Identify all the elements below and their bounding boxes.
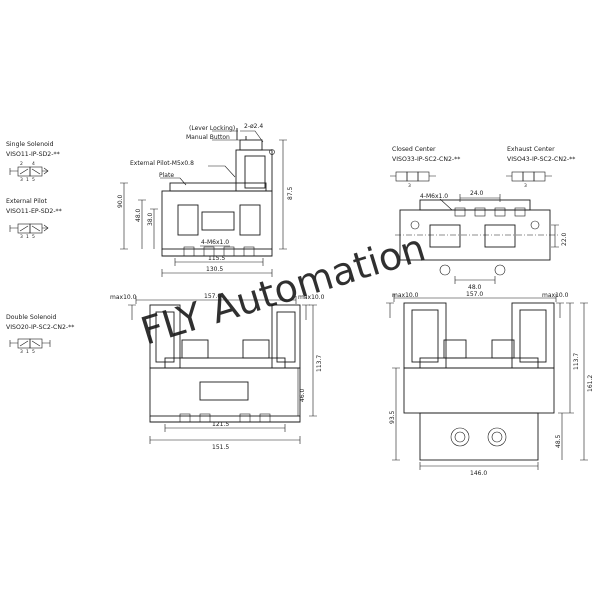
ec-symbol-nums: 3 [524,183,527,189]
front-dim-top-width: 157.0 [466,291,483,298]
ds-symbol-port-3: 3 [20,349,23,355]
dim-top-width: 24.0 [470,190,484,197]
dim-right-height: 87.5 [287,186,294,200]
center-valve-section: Closed Center VISO33-IP-SC2-CN2-** 3 Exh… [390,146,575,291]
front-dim-left-height: 93.5 [389,410,396,424]
ds-symbol-port-1: 1 [26,349,29,355]
center-thread-label: 4-M6x1.0 [420,193,448,200]
external-pilot-port-label: External Pilot-M5x0.8 [130,160,194,167]
closed-center-title: Closed Center [392,146,436,153]
front-dim-bottom-width: 146.0 [470,470,487,477]
dim-right-height-113: 113.7 [316,355,323,372]
dim-bottom-width-48: 48.0 [468,284,482,291]
exhaust-center-title: Exhaust Center [507,146,555,153]
front-view-drawing [386,294,588,470]
front-dim-max-right: max10.0 [542,292,569,299]
dim-max-left: max10.0 [110,294,137,301]
symbol-port-5: 5 [32,177,35,183]
single-solenoid-model: VISO11-IP-SD2-** [6,151,60,158]
single-solenoid-valve-drawing [120,128,287,277]
external-pilot-title: External Pilot [6,198,47,205]
front-dim-right-mid: 113.7 [573,353,580,370]
front-dim-right-lower: 48.5 [555,434,562,448]
double-solenoid-section: Double Solenoid VISO20-IP-SC2-CN2-** 3 1… [6,293,325,451]
external-pilot-model: VISO11-EP-SD2-** [6,208,62,215]
exhaust-center-symbol: 3 [506,171,552,189]
double-solenoid-symbol: 3 1 5 [9,338,51,355]
dim-top-width-157: 157.0 [204,293,221,300]
thread-label: 4-M6x1.0 [201,239,229,246]
front-view-section: max10.0 max10.0 157.0 93.5 161.2 113.7 4… [386,291,594,477]
ds-symbol-port-5: 5 [32,349,35,355]
symbol-port-2: 2 [20,161,23,167]
dim-height-a: 48.0 [135,208,142,222]
hole-label: 2-ø2.4 [244,123,263,130]
cc-symbol-nums: 3 [408,183,411,189]
symbol-port-4: 4 [32,161,35,167]
lever-locking-label: (Lever Locking) [189,125,235,132]
external-pilot-symbol: 3 1 5 [9,223,49,240]
dim-height-b: 38.0 [147,212,154,226]
symbol-port-1: 1 [26,177,29,183]
double-solenoid-model: VISO20-IP-SC2-CN2-** [6,324,74,331]
closed-center-symbol: 3 [390,171,436,189]
symbol-port-3: 3 [20,177,23,183]
front-dim-max-left: max10.0 [392,292,419,299]
dim-outer-width: 130.5 [206,266,223,273]
single-solenoid-title: Single Solenoid [6,141,54,148]
plate-label: Plate [159,172,174,179]
single-solenoid-symbol: 2 4 3 1 5 [9,161,49,183]
dim-right-height-22: 22.0 [561,232,568,246]
closed-center-model: VISO33-IP-SC2-CN2-** [392,156,460,163]
dim-inner-height-46: 46.0 [299,388,306,402]
front-dim-right-total: 161.2 [587,375,594,392]
ep-symbol-port-1: 1 [26,234,29,240]
dim-height-total: 90.0 [117,194,124,208]
ep-symbol-port-3: 3 [20,234,23,240]
ep-symbol-port-5: 5 [32,234,35,240]
exhaust-center-model: VISO43-IP-SC2-CN2-** [507,156,575,163]
double-solenoid-valve-drawing [128,296,317,444]
double-solenoid-title: Double Solenoid [6,314,57,321]
single-solenoid-section: Single Solenoid VISO11-IP-SD2-** 2 4 3 1… [6,123,294,277]
dim-outer-width-151: 151.5 [212,444,229,451]
center-valve-top-view [395,194,560,284]
dim-max-right: max10.0 [298,294,325,301]
dim-inner-width: 115.5 [208,255,225,262]
dim-inner-width-121: 121.5 [212,421,229,428]
manual-button-label: Manual Button [186,134,230,141]
